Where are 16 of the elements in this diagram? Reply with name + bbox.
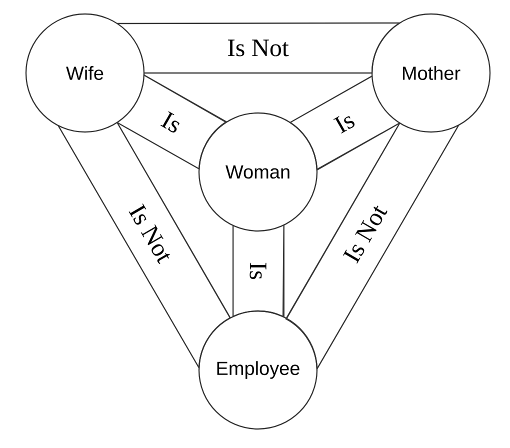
band-connector <box>58 122 231 369</box>
circle-node: Woman <box>198 112 318 232</box>
band-connector <box>285 122 460 370</box>
edge-label: Is <box>248 260 268 282</box>
band-connector <box>117 22 400 74</box>
circle-node: Wife <box>25 13 145 133</box>
band-connector <box>290 76 400 170</box>
edge-label: Is Not <box>126 201 175 266</box>
edge-label: Is <box>158 109 185 136</box>
circle-node: Employee <box>198 310 318 430</box>
edge-label: Is <box>331 109 358 136</box>
edge-label: Is Not <box>226 38 290 58</box>
band-connector <box>116 74 228 170</box>
edge-label: Is Not <box>341 201 390 266</box>
band-connector <box>232 224 284 318</box>
circle-node: Mother <box>371 13 491 133</box>
